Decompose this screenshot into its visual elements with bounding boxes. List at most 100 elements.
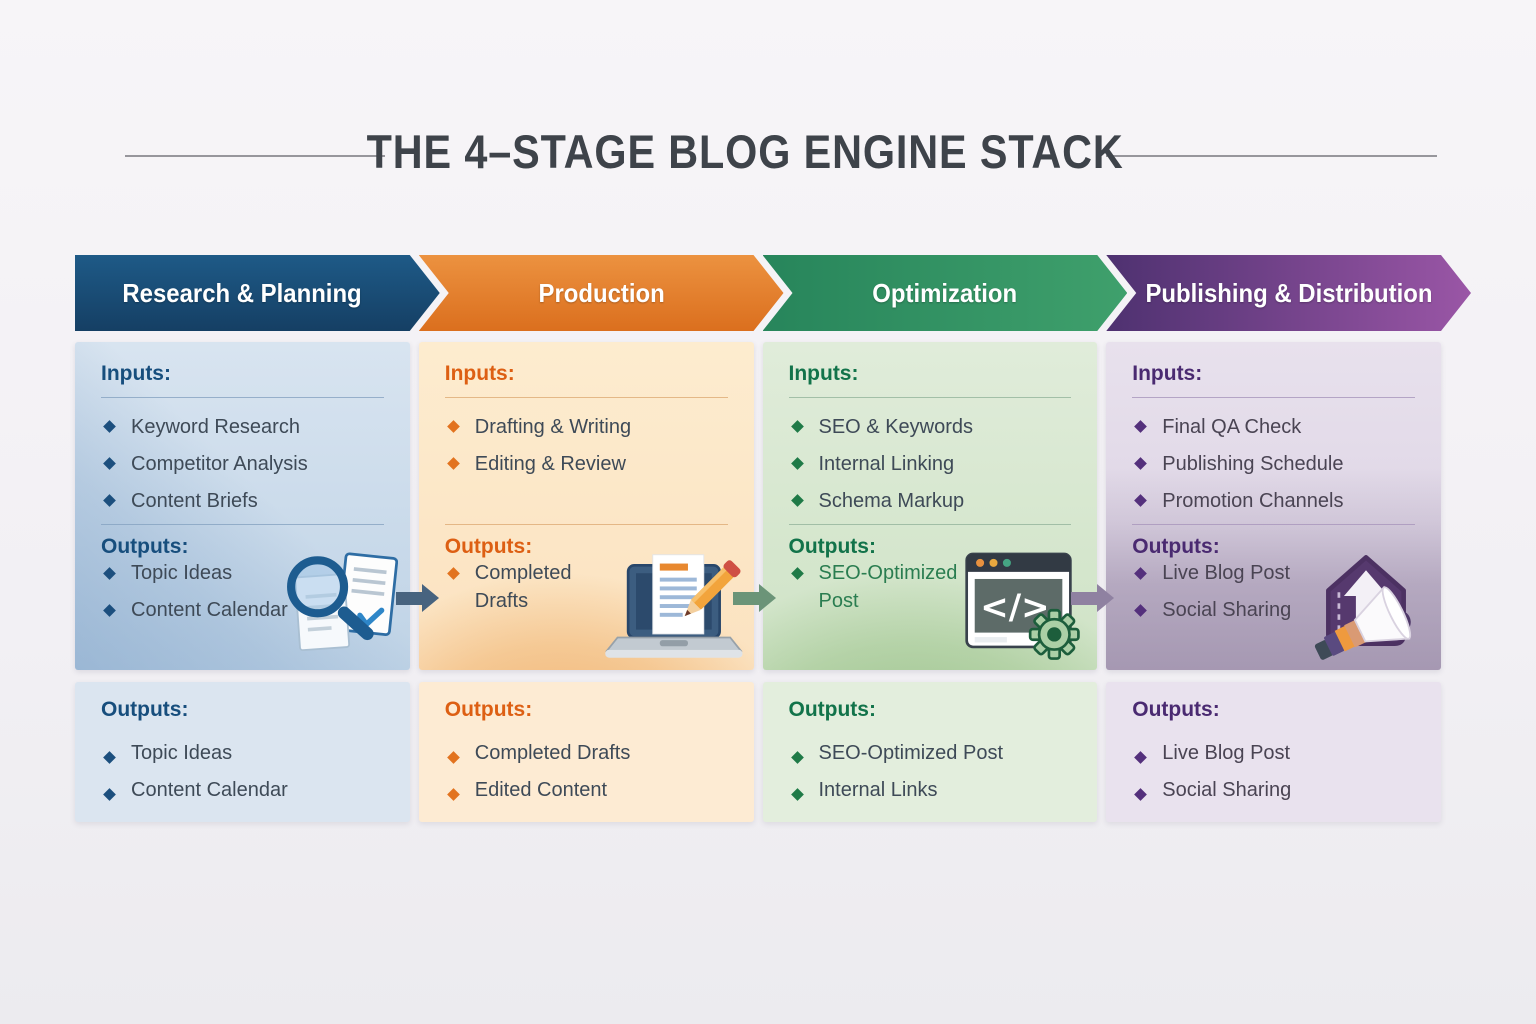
inputs-label: Inputs: [444,362,515,385]
divider [1132,397,1415,398]
diamond-bullet-icon [1134,457,1148,470]
title-rule-left [125,155,385,157]
list-item: Drafting & Writing [445,408,728,445]
diamond-bullet-icon [790,750,804,764]
stage-optimization: Optimization Inputs: SEO & Keywords Inte… [762,255,1098,825]
list-item: Schema Markup [789,482,1072,519]
inputs-label: Inputs: [788,362,859,385]
flow-arrow-icon [396,584,439,612]
diamond-bullet-icon [103,787,116,801]
list-item: Promotion Channels [1132,482,1415,519]
stage-detail-card: Inputs: SEO & Keywords Internal Linking … [762,342,1098,670]
outputs-list: SEO-Optimized Post Internal Links [789,734,1072,808]
stage-publishing-distribution: Publishing & Distribution Inputs: Final … [1106,255,1441,825]
outputs-list: Completed Drafts [445,559,728,615]
list-item: Internal Links [789,771,1072,808]
diamond-bullet-icon [790,494,804,507]
stage-name: Publishing & Distribution [1145,277,1433,308]
outputs-list: Live Blog Post Social Sharing [1132,734,1415,808]
diamond-bullet-icon [1134,420,1148,433]
stage-header-chevron: Research & Planning [75,255,440,331]
list-item: Topic Ideas [101,734,384,771]
outputs-list: Completed Drafts Edited Content [445,734,728,808]
stage-detail-card: Inputs: Drafting & Writing Editing & Rev… [418,342,754,670]
diamond-bullet-icon [103,750,116,764]
diamond-bullet-icon [790,420,804,433]
divider [101,524,384,525]
stage-outputs-card: Outputs: Live Blog Post Social Sharing [1106,682,1441,822]
laptop-writing-icon [598,553,748,668]
outputs-list: Topic Ideas Content Calendar [101,734,384,808]
diamond-bullet-icon [446,420,460,433]
page-title: THE 4–STAGE BLOG ENGINE STACK [366,125,1124,178]
outputs-label: Outputs: [101,535,189,558]
divider [101,397,384,398]
diamond-bullet-icon [446,750,460,764]
list-item: Content Calendar [101,771,384,808]
list-item: Live Blog Post [1132,734,1415,771]
stage-production: Production Inputs: Drafting & Writing Ed… [418,255,754,825]
diamond-bullet-icon [446,787,460,801]
title-rule-right [1106,155,1437,157]
stage-row: Research & Planning Inputs: Keyword Rese… [75,255,1441,825]
list-item: Content Calendar [101,596,384,633]
stage-detail-card: Inputs: Keyword Research Competitor Anal… [75,342,410,670]
diamond-bullet-icon [790,457,804,470]
diamond-bullet-icon [103,567,116,580]
stage-outputs-card: Outputs: SEO-Optimized Post Internal Lin… [762,682,1098,822]
list-item: Editing & Review [445,445,728,482]
diamond-bullet-icon [1134,750,1148,764]
outputs-list: Live Blog Post Social Sharing [1132,559,1415,633]
list-item: Completed Drafts [445,734,728,771]
list-item: Topic Ideas [101,559,384,596]
diamond-bullet-icon [1134,494,1148,507]
list-item: Completed Drafts [445,559,728,615]
flow-arrow-icon [733,584,776,612]
outputs-label: Outputs: [101,698,189,721]
inputs-list: SEO & Keywords Internal Linking Schema M… [789,408,1072,519]
inputs-label: Inputs: [101,362,171,385]
inputs-list: Drafting & Writing Editing & Review [445,408,728,519]
stage-detail-card: Inputs: Final QA Check Publishing Schedu… [1106,342,1441,670]
list-item: Publishing Schedule [1132,445,1415,482]
diamond-bullet-icon [103,457,116,470]
outputs-label: Outputs: [788,535,876,558]
flow-arrow-icon [1071,584,1114,612]
outputs-list: SEO-Optimized Post [789,559,1072,615]
divider [444,397,728,398]
divider [788,524,1072,525]
list-item: Edited Content [445,771,728,808]
list-item: Social Sharing [1132,771,1415,808]
list-item: Content Briefs [101,482,384,519]
inputs-label: Inputs: [1132,362,1203,385]
list-item: Keyword Research [101,408,384,445]
stage-header-chevron: Publishing & Distribution [1106,255,1471,331]
diamond-bullet-icon [790,567,804,580]
outputs-label: Outputs: [444,535,533,558]
diamond-bullet-icon [103,494,116,507]
stage-outputs-card: Outputs: Completed Drafts Edited Content [418,682,754,822]
diamond-bullet-icon [790,787,804,801]
diamond-bullet-icon [446,457,460,470]
outputs-label: Outputs: [788,698,876,721]
diamond-bullet-icon [1134,787,1148,801]
stage-research-planning: Research & Planning Inputs: Keyword Rese… [75,255,410,825]
diamond-bullet-icon [1134,604,1148,617]
diamond-bullet-icon [103,420,116,433]
diamond-bullet-icon [103,604,116,617]
list-item: Final QA Check [1132,408,1415,445]
code-gear-icon: </> [955,545,1091,668]
list-item: SEO & Keywords [789,408,1072,445]
divider [444,524,728,525]
outputs-label: Outputs: [1132,698,1220,721]
list-item: SEO-Optimized Post [789,734,1072,771]
stage-name: Research & Planning [122,277,363,308]
outputs-label: Outputs: [444,698,533,721]
inputs-list: Keyword Research Competitor Analysis Con… [101,408,384,519]
list-item: Social Sharing [1132,596,1415,633]
outputs-list: Topic Ideas Content Calendar [101,559,384,633]
stage-outputs-card: Outputs: Topic Ideas Content Calendar [75,682,410,822]
outputs-label: Outputs: [1132,535,1220,558]
list-item: Internal Linking [789,445,1072,482]
